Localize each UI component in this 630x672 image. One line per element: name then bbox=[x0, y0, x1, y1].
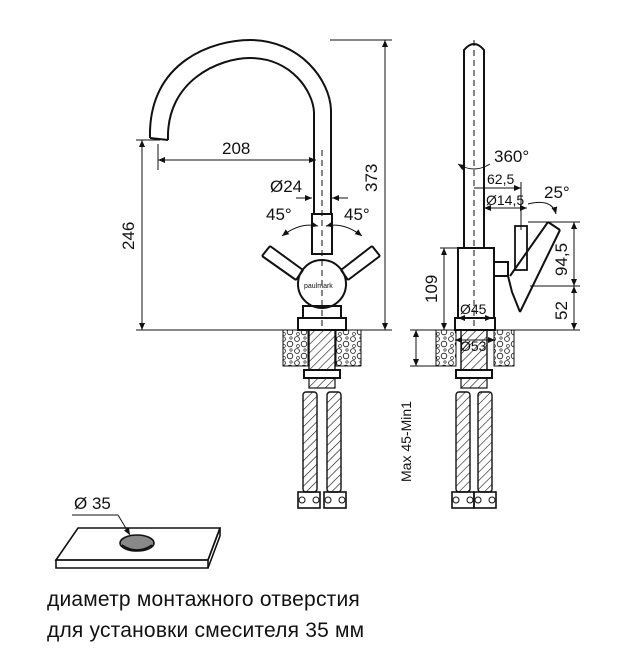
front-dimensions bbox=[136, 39, 392, 331]
angle-right: 45° bbox=[344, 205, 370, 224]
side-view bbox=[435, 40, 561, 509]
dim-spout-height: 246 bbox=[119, 222, 138, 250]
dim-rotation: 360° bbox=[494, 147, 529, 166]
dim-lower: 52 bbox=[552, 301, 571, 320]
dim-handle-offset: 62,5 bbox=[487, 171, 514, 187]
dim-countertop: Max 45-Min1 bbox=[398, 401, 414, 482]
handle-left bbox=[261, 245, 304, 281]
caption-line-2: для установки смесителя 35 мм bbox=[47, 619, 365, 642]
hole-diameter: Ø 35 bbox=[74, 494, 111, 513]
dim-total-height: 373 bbox=[362, 164, 381, 192]
hose-right bbox=[326, 391, 342, 493]
dim-spout-diameter: Ø24 bbox=[270, 177, 302, 196]
dim-handle-diameter: Ø14,5 bbox=[486, 192, 524, 208]
dim-base-diameter: Ø45 bbox=[460, 301, 487, 317]
side-handle-stem bbox=[514, 225, 528, 271]
dim-body-height: 109 bbox=[422, 275, 441, 303]
angle-handle: 25° bbox=[544, 183, 570, 202]
mounting-hole bbox=[119, 534, 155, 552]
dim-spout-reach: 208 bbox=[222, 139, 250, 158]
side-dimensions bbox=[410, 163, 580, 367]
handle-right bbox=[340, 245, 381, 281]
mixer-hub bbox=[297, 259, 347, 309]
countertop-right-block bbox=[335, 329, 362, 367]
spout-inner bbox=[166, 56, 315, 214]
dim-flange-diameter: Ø53 bbox=[460, 338, 487, 354]
angle-left: 45° bbox=[266, 205, 292, 224]
countertop-left-block bbox=[282, 329, 309, 367]
side-handle-lever bbox=[507, 221, 561, 313]
hose-left bbox=[302, 391, 318, 493]
dim-handle-height: 94,5 bbox=[552, 243, 571, 276]
brand-logo: paulmark bbox=[304, 283, 333, 290]
spout-outer bbox=[148, 38, 332, 214]
threaded-stud bbox=[308, 329, 336, 371]
front-view bbox=[148, 38, 381, 509]
countertop-hole-drawing bbox=[54, 514, 222, 569]
caption-line-1: диаметр монтажного отверстия bbox=[47, 588, 360, 611]
